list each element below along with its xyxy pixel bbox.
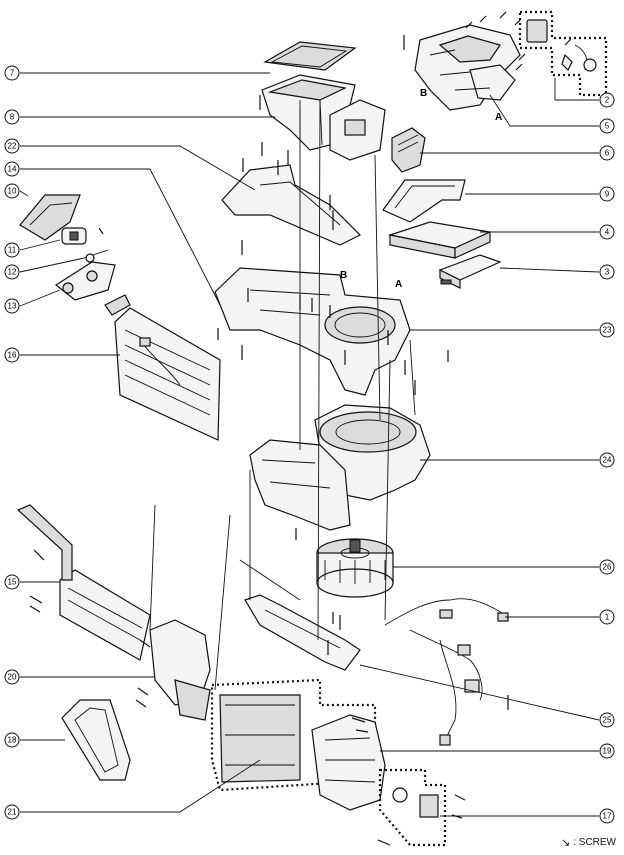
svg-text:10: 10	[8, 187, 17, 196]
svg-text:22: 22	[8, 142, 17, 151]
callout-7: 7	[4, 65, 20, 81]
svg-text:7: 7	[10, 69, 15, 78]
ref-letter-b-top: B	[420, 88, 427, 99]
part-26-blower-motor	[316, 538, 394, 598]
svg-text:26: 26	[603, 563, 612, 572]
callout-14: 14	[4, 161, 20, 177]
part-12-link	[83, 249, 109, 263]
callout-2: 2	[599, 92, 615, 108]
svg-text:11: 11	[8, 246, 17, 255]
svg-text:18: 18	[8, 736, 17, 745]
svg-text:2: 2	[605, 96, 610, 105]
part-10-foam-pad	[19, 194, 81, 241]
callout-22: 22	[4, 138, 20, 154]
svg-text:8: 8	[10, 113, 15, 122]
callout-3: 3	[599, 264, 615, 280]
callout-18: 18	[4, 732, 20, 748]
svg-text:17: 17	[603, 812, 612, 821]
svg-text:14: 14	[8, 165, 17, 174]
part-11-motor	[61, 227, 87, 245]
callout-13: 13	[4, 298, 20, 314]
part-7-seal	[263, 41, 357, 71]
svg-text:16: 16	[8, 351, 17, 360]
svg-text:12: 12	[8, 268, 17, 277]
callout-16: 16	[4, 347, 20, 363]
callout-17: 17	[599, 808, 615, 824]
part-22-plate	[221, 164, 362, 246]
ref-letter-a-top: A	[495, 112, 502, 123]
part-2-actuator-group	[518, 10, 608, 97]
callout-24: 24	[599, 452, 615, 468]
part-20-heater-case	[149, 619, 211, 721]
svg-text:13: 13	[8, 302, 17, 311]
ref-letter-a-mid: A	[395, 279, 402, 290]
callout-21: 21	[4, 804, 20, 820]
callout-25: 25	[599, 712, 615, 728]
svg-text:19: 19	[603, 747, 612, 756]
part-4-air-filter	[387, 221, 493, 259]
svg-text:21: 21	[8, 808, 17, 817]
leader-lines	[19, 72, 600, 817]
part-13-actuator	[54, 261, 116, 301]
callout-10: 10	[4, 183, 20, 199]
part-16-evaporator	[104, 294, 221, 441]
svg-text:20: 20	[8, 673, 17, 682]
ref-letters: B A B A	[340, 88, 502, 290]
part-24-housing	[249, 439, 351, 531]
callout-19: 19	[599, 743, 615, 759]
svg-text:5: 5	[605, 122, 610, 131]
svg-text:3: 3	[605, 268, 610, 277]
part-5-upper-duct	[414, 24, 521, 111]
part-3-filter-cover	[438, 254, 502, 289]
svg-text:23: 23	[603, 326, 612, 335]
part-1-harness	[384, 598, 509, 746]
callout-5: 5	[599, 118, 615, 134]
screws	[29, 11, 572, 846]
part-5-bracket	[329, 99, 386, 161]
callout-4: 4	[599, 224, 615, 240]
part-6-resistor	[391, 127, 426, 173]
svg-text:4: 4	[605, 228, 610, 237]
part-21-damper-group	[210, 678, 377, 792]
part-15-heater-core	[16, 504, 151, 661]
callout-23: 23	[599, 322, 615, 338]
svg-text:6: 6	[605, 149, 610, 158]
legend: ↘ : SCREW	[561, 836, 616, 849]
part-17-actuator-group	[378, 768, 447, 847]
svg-text:15: 15	[8, 578, 17, 587]
ref-letter-b-mid: B	[340, 270, 347, 281]
callout-1: 1	[599, 609, 615, 625]
callout-11: 11	[4, 242, 20, 258]
part-23-upper-case	[214, 267, 411, 396]
svg-text:1: 1	[605, 613, 610, 622]
svg-text:25: 25	[603, 716, 612, 725]
part-9-filter-frame	[382, 179, 466, 223]
callout-8: 8	[4, 109, 20, 125]
callout-20: 20	[4, 669, 20, 685]
part-25-lower-cover	[244, 594, 361, 671]
part-19-mode-case	[311, 714, 386, 811]
callout-26: 26	[599, 559, 615, 575]
legend-label: : SCREW	[573, 837, 616, 848]
callout-6: 6	[599, 145, 615, 161]
screw-icon: ↘	[561, 837, 571, 849]
callouts: 7 8 22 14 10 11 12 13 16 15 20 18 21 2 5…	[4, 65, 615, 824]
part-18-frame	[61, 699, 131, 781]
svg-text:9: 9	[605, 190, 610, 199]
svg-text:24: 24	[603, 456, 612, 465]
callout-12: 12	[4, 264, 20, 280]
callout-9: 9	[599, 186, 615, 202]
callout-15: 15	[4, 574, 20, 590]
